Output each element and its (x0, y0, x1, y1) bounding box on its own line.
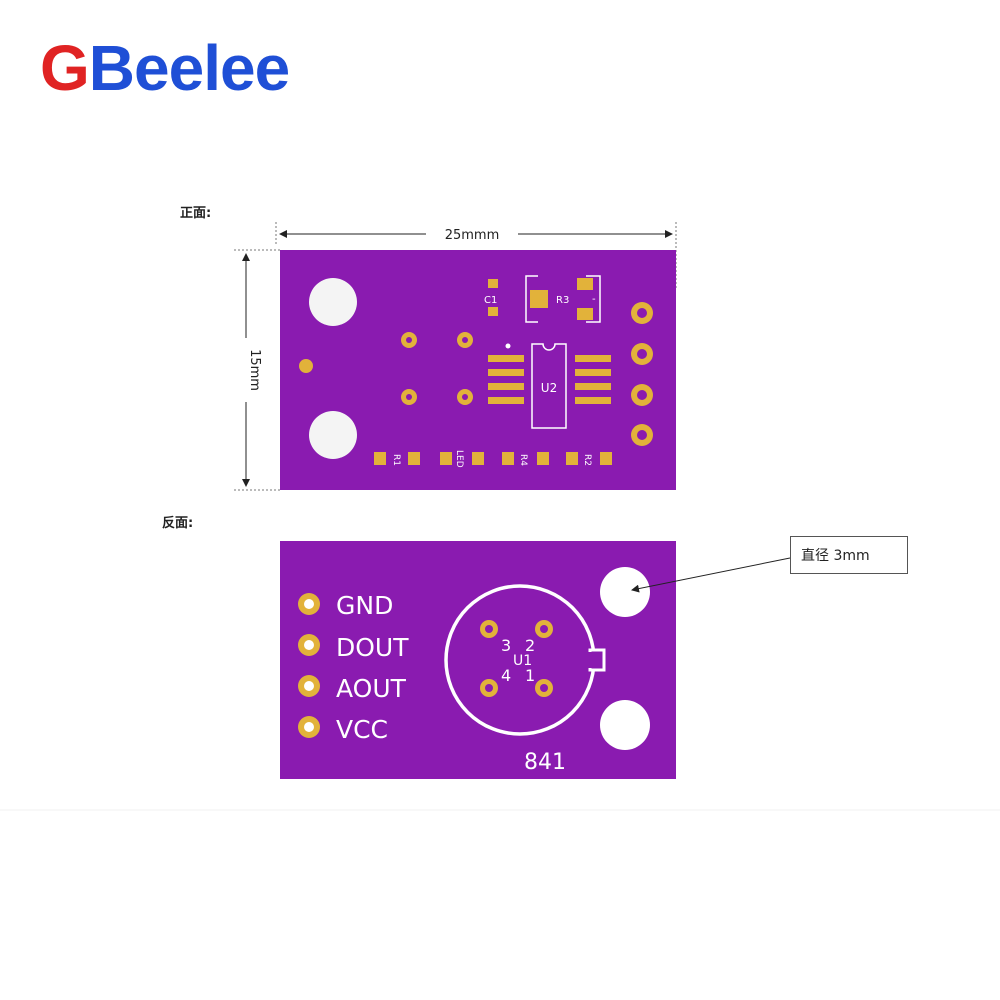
logo-letter-g: G (40, 32, 90, 104)
through-hole-pads (401, 332, 473, 405)
via-pad (299, 359, 313, 373)
sensor-pin-4: 4 (501, 666, 511, 685)
mounting-hole (600, 700, 650, 750)
silk-minus: - (592, 294, 596, 305)
pin-label-aout: AOUT (336, 674, 407, 703)
mounting-hole-3mm (600, 567, 650, 617)
height-dimension: 15mm (234, 249, 280, 491)
sensor-pin-1: 1 (525, 666, 535, 685)
silk-r2: R2 (582, 454, 592, 466)
part-number: 841 (524, 750, 566, 775)
sensor-u1: U1 (513, 653, 532, 669)
diameter-callout: 直径 3mm (790, 536, 908, 574)
sensor-pin-3: 3 (501, 636, 511, 655)
pin-label-gnd: GND (336, 591, 393, 620)
callout-leader-line (631, 557, 791, 593)
bottom-resistors (374, 452, 612, 465)
back-board: GND DOUT AOUT VCC 3 2 U1 4 1 841 (280, 541, 676, 779)
u2-pads (488, 355, 611, 404)
logo-text-rest: Beelee (88, 32, 290, 104)
sensor-pin-2: 2 (525, 636, 535, 655)
width-dimension: 25mmm (275, 222, 677, 290)
pin-label-vcc: VCC (336, 715, 388, 744)
back-side-label: 反面: (162, 516, 194, 531)
front-board: C1 R3 - U2 R1 LED R4 (280, 250, 676, 490)
silk-r1: R1 (391, 454, 401, 466)
header-pads (631, 302, 653, 446)
width-dimension-label: 25mmm (445, 228, 500, 243)
silk-r3: R3 (556, 295, 569, 306)
mounting-hole (309, 411, 357, 459)
silk-r4: R4 (518, 454, 528, 466)
height-dimension-label: 15mm (247, 349, 262, 391)
back-pin-pads (298, 593, 320, 738)
mounting-hole (309, 278, 357, 326)
pin-label-dout: DOUT (336, 633, 409, 662)
brand-logo: GBeelee (40, 36, 290, 100)
front-side-label: 正面: (180, 206, 212, 221)
silk-u2: U2 (541, 381, 557, 395)
silk-led: LED (454, 450, 464, 468)
sensor-footprint (444, 584, 606, 736)
silk-c1: C1 (484, 295, 497, 306)
